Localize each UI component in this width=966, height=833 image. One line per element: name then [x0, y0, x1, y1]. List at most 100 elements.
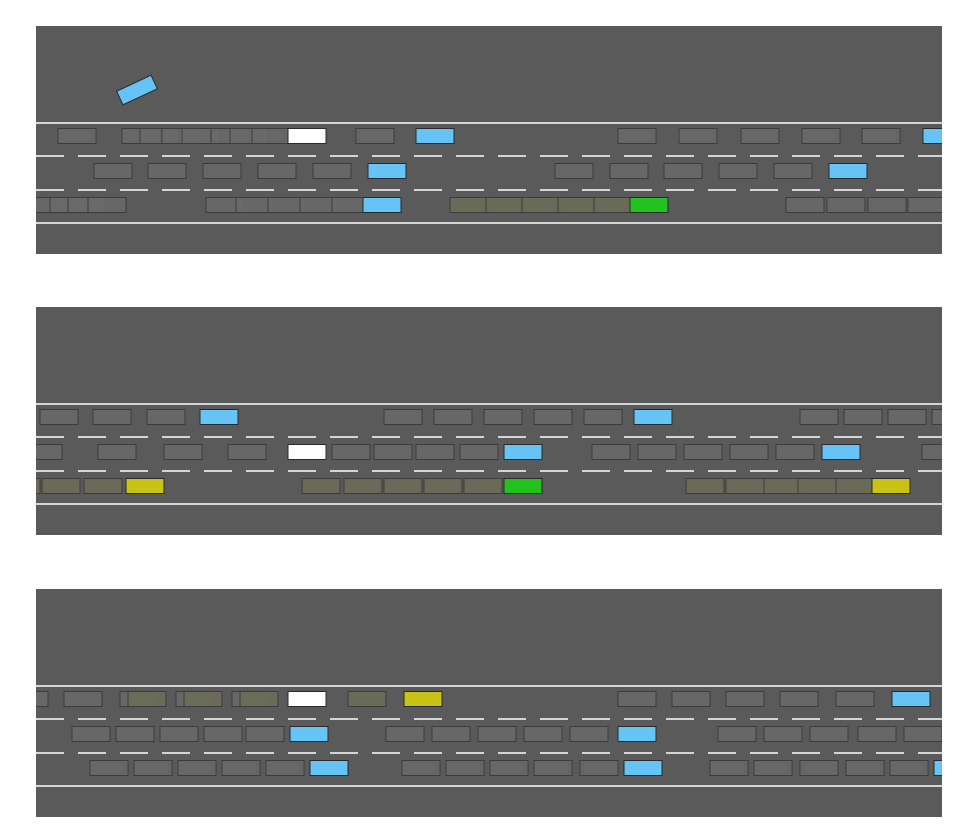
road-scene-1 [36, 26, 942, 254]
vehicle-olive [485, 197, 525, 213]
vehicle-yellow [125, 478, 165, 494]
vehicle-green [503, 478, 543, 494]
vehicle-ghost [133, 760, 173, 776]
vehicle-ghost [740, 128, 780, 144]
vehicle-blue [623, 760, 663, 776]
ego-vehicle [287, 691, 327, 707]
vehicle-ghost [671, 691, 711, 707]
vehicle-ghost [801, 128, 841, 144]
vehicle-olive [593, 197, 633, 213]
vehicle-ghost [799, 409, 839, 425]
vehicle-olive [83, 478, 123, 494]
vehicle-olive [301, 478, 341, 494]
vehicle-ghost [717, 726, 757, 742]
vehicle-ghost [678, 128, 718, 144]
vehicle-ghost [483, 409, 523, 425]
vehicle-ghost [245, 726, 285, 742]
vehicle-ghost [93, 163, 133, 179]
vehicle-ghost [569, 726, 609, 742]
vehicle-ghost [533, 760, 573, 776]
vehicle-ghost [775, 444, 815, 460]
vehicle-ghost [97, 444, 137, 460]
vehicle-ghost [489, 760, 529, 776]
vehicle-olive [343, 478, 383, 494]
vehicle-ghost [373, 444, 413, 460]
vehicle-olive [347, 691, 387, 707]
vehicle-blue [933, 760, 942, 776]
vehicle-ghost [931, 409, 942, 425]
vehicle-ghost [718, 163, 758, 179]
vehicle-ghost [433, 409, 473, 425]
vehicle-yellow [403, 691, 443, 707]
vehicle-ghost [663, 163, 703, 179]
vehicle-ghost [71, 726, 111, 742]
vehicle-ghost [857, 726, 897, 742]
vehicle-ghost [809, 726, 849, 742]
vehicle-ghost [177, 760, 217, 776]
vehicle-ghost [523, 726, 563, 742]
vehicle-ghost [115, 726, 155, 742]
vehicle-ghost [415, 444, 455, 460]
vehicle-ghost [312, 163, 352, 179]
vehicle-olive [36, 478, 41, 494]
vehicle-ghost [92, 409, 132, 425]
vehicle-blue [503, 444, 543, 460]
simulation-frame-3 [36, 589, 942, 817]
vehicle-ghost [221, 760, 261, 776]
vehicle-olive [383, 478, 423, 494]
vehicle-ghost [257, 163, 297, 179]
vehicle-ghost [89, 760, 129, 776]
vehicle-yellow [871, 478, 911, 494]
road-scene-3 [36, 589, 942, 817]
vehicle-olive [41, 478, 81, 494]
vehicle-blue [821, 444, 861, 460]
vehicle-olive [183, 691, 223, 707]
vehicle-ghost [903, 726, 942, 742]
vehicle-ghost [477, 726, 517, 742]
vehicle-blue [633, 409, 673, 425]
vehicle-ghost [579, 760, 619, 776]
vehicle-ghost [637, 444, 677, 460]
vehicle-olive [449, 197, 489, 213]
vehicle-ghost [683, 444, 723, 460]
vehicle-blue [617, 726, 657, 742]
vehicle-olive [423, 478, 463, 494]
vehicle-blue [199, 409, 239, 425]
vehicle-ghost [763, 726, 803, 742]
vehicle-ghost [583, 409, 623, 425]
vehicle-ghost [845, 760, 885, 776]
vehicle-ghost [887, 409, 927, 425]
vehicle-ghost [867, 197, 907, 213]
vehicle-ghost [159, 726, 199, 742]
vehicle-ghost [401, 760, 441, 776]
vehicle-ghost [355, 128, 395, 144]
vehicle-ghost [709, 760, 749, 776]
vehicle-olive [763, 478, 803, 494]
vehicle-ghost [385, 726, 425, 742]
vehicle-ghost [554, 163, 594, 179]
vehicle-ghost [785, 197, 825, 213]
vehicle-ghost [779, 691, 819, 707]
vehicle-olive [521, 197, 561, 213]
vehicle-olive [463, 478, 503, 494]
vehicle-ghost [331, 444, 371, 460]
vehicle-ghost [533, 409, 573, 425]
vehicle-ghost [907, 197, 942, 213]
vehicle-ghost [459, 444, 499, 460]
vehicle-ghost [146, 409, 186, 425]
vehicle-blue [891, 691, 931, 707]
vehicle-ghost [843, 409, 883, 425]
vehicle-blue [415, 128, 455, 144]
vehicle-blue [115, 74, 159, 106]
vehicle-ghost [729, 444, 769, 460]
vehicle-ghost [445, 760, 485, 776]
vehicle-ghost [609, 163, 649, 179]
vehicle-ghost [921, 444, 942, 460]
vehicle-ghost [431, 726, 471, 742]
vehicle-ghost [799, 760, 839, 776]
ego-vehicle [287, 444, 327, 460]
road-scene-2 [36, 307, 942, 535]
vehicle-ghost [591, 444, 631, 460]
vehicle-ghost [251, 128, 291, 144]
vehicle-ghost [889, 760, 929, 776]
